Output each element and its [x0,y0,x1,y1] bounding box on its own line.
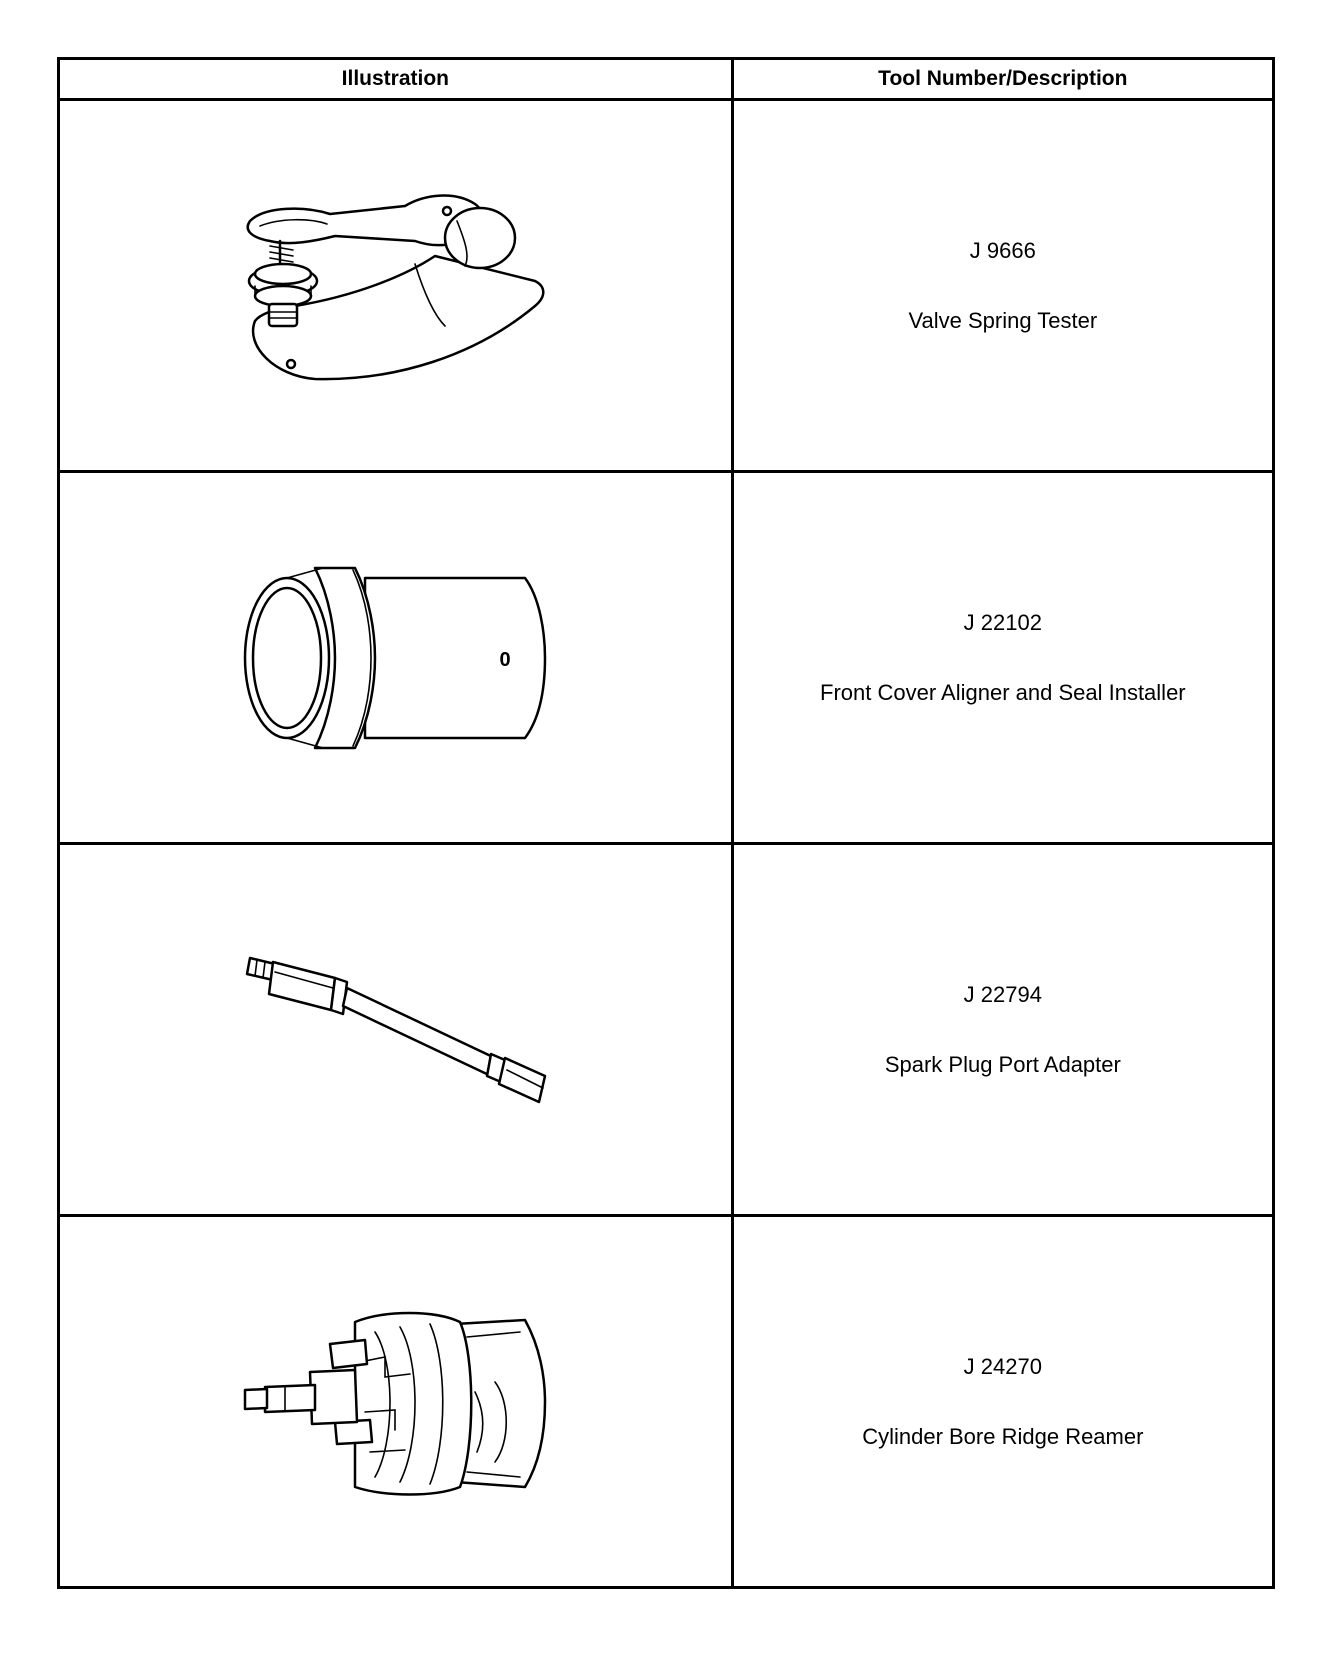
table-row: J 9666 Valve Spring Tester [57,98,1276,473]
front-cover-aligner-illustration: 0 [244,566,547,749]
aligner-mark: 0 [500,649,511,671]
tool-number: J 24270 [963,1353,1042,1379]
table-row: J 24270 Cylinder Bore Ridge Reamer [57,1214,1276,1589]
tool-description: Valve Spring Tester [908,307,1098,333]
tool-description-cell: J 24270 Cylinder Bore Ridge Reamer [730,1214,1276,1589]
tool-description: Cylinder Bore Ridge Reamer [862,1423,1144,1449]
illustration-cell [57,98,734,473]
table-row: 0 J 22102 Front Cover Aligner and Seal I… [57,470,1276,845]
tool-table: Illustration Tool Number/Description [57,57,1276,1589]
header-illustration: Illustration [57,57,734,101]
valve-spring-tester-illustration [246,193,545,380]
tool-number: J 9666 [969,237,1036,263]
header-row: Illustration Tool Number/Description [57,57,1276,101]
header-tool-description: Tool Number/Description [730,57,1276,101]
tool-number: J 22102 [963,609,1042,635]
ridge-reamer-illustration [244,1311,547,1496]
tool-number: J 22794 [963,981,1042,1007]
table-row: J 22794 Spark Plug Port Adapter [57,842,1276,1217]
illustration-cell [57,1214,734,1589]
tool-description: Spark Plug Port Adapter [884,1051,1121,1077]
tool-description-cell: J 9666 Valve Spring Tester [730,98,1276,473]
illustration-cell [57,842,734,1217]
illustration-cell: 0 [57,470,734,845]
tool-description-cell: J 22102 Front Cover Aligner and Seal Ins… [730,470,1276,845]
spark-plug-port-adapter-illustration [246,956,547,1103]
tool-description-cell: J 22794 Spark Plug Port Adapter [730,842,1276,1217]
tool-description: Front Cover Aligner and Seal Installer [820,679,1186,705]
